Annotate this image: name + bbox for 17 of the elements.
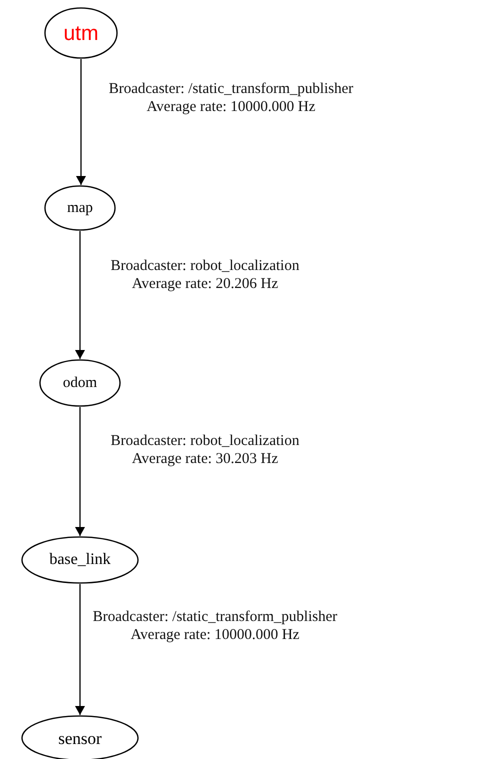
arrow xyxy=(76,59,86,185)
ellipse-node xyxy=(39,359,121,407)
arrow xyxy=(75,231,85,359)
node-label: base_link xyxy=(49,552,111,568)
arrow xyxy=(75,584,85,715)
node-label: sensor xyxy=(58,730,102,746)
node-label: odom xyxy=(62,376,98,390)
arrow xyxy=(75,407,85,536)
node-label: map xyxy=(67,200,93,216)
ellipse-node xyxy=(21,536,139,584)
edge-label: Broadcaster: robot_localization Average rate: 20.206 Hz xyxy=(110,257,300,293)
ellipse-node xyxy=(44,185,116,231)
edge-label: Broadcaster: /static_transform_publisher Average rate: 10000.000 Hz xyxy=(108,80,354,116)
edge-label: Broadcaster: /static_transform_publisher Average rate: 10000.000 Hz xyxy=(92,608,338,644)
ellipse-node xyxy=(44,7,118,59)
edge-label: Broadcaster: robot_localization Average rate: 30.203 Hz xyxy=(110,432,300,468)
node-label: utm xyxy=(63,22,98,44)
